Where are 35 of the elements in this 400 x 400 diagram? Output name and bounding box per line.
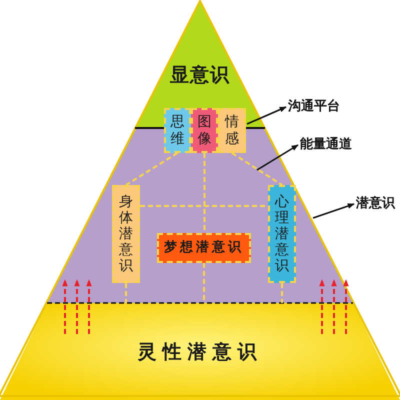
concept-box <box>157 233 251 263</box>
concept-label: 心理潜意识 <box>275 194 289 274</box>
energy-channel <box>125 283 127 303</box>
concept-label: 情感 <box>225 114 239 147</box>
dashed-arrow <box>331 279 337 334</box>
concept-box <box>218 108 246 153</box>
energy-channel <box>140 205 266 207</box>
concept-label: 身体潜意识 <box>119 194 133 274</box>
pyramid-tier <box>47 128 353 303</box>
concept-box <box>268 185 296 283</box>
leader-arrow <box>256 144 299 171</box>
dashed-arrow <box>62 279 68 334</box>
callout-label: 沟通平台 <box>288 99 340 115</box>
leader-arrow <box>312 203 355 219</box>
leader-arrow <box>246 106 287 125</box>
dashed-arrow <box>86 279 92 334</box>
tier-title: 显意识 <box>170 64 230 87</box>
dashed-arrow <box>343 279 349 334</box>
concept-box <box>164 108 191 153</box>
energy-channel <box>231 152 283 186</box>
callout-label: 潜意识 <box>356 196 395 212</box>
tier-title: 灵性潜意识 <box>138 341 262 364</box>
concept-label: 梦想潜意识 <box>164 240 244 256</box>
energy-channel <box>125 152 178 186</box>
concept-box <box>112 185 140 283</box>
energy-channel <box>203 263 205 303</box>
dashed-arrow <box>319 279 325 334</box>
energy-channel <box>281 283 283 303</box>
pyramid-tier <box>0 303 400 400</box>
dashed-arrow <box>74 279 80 334</box>
energy-channel <box>204 153 206 233</box>
callout-label: 能量通道 <box>300 137 352 153</box>
concept-box <box>191 108 218 153</box>
concept-label: 图像 <box>198 114 212 147</box>
concept-label: 思维 <box>170 114 184 147</box>
